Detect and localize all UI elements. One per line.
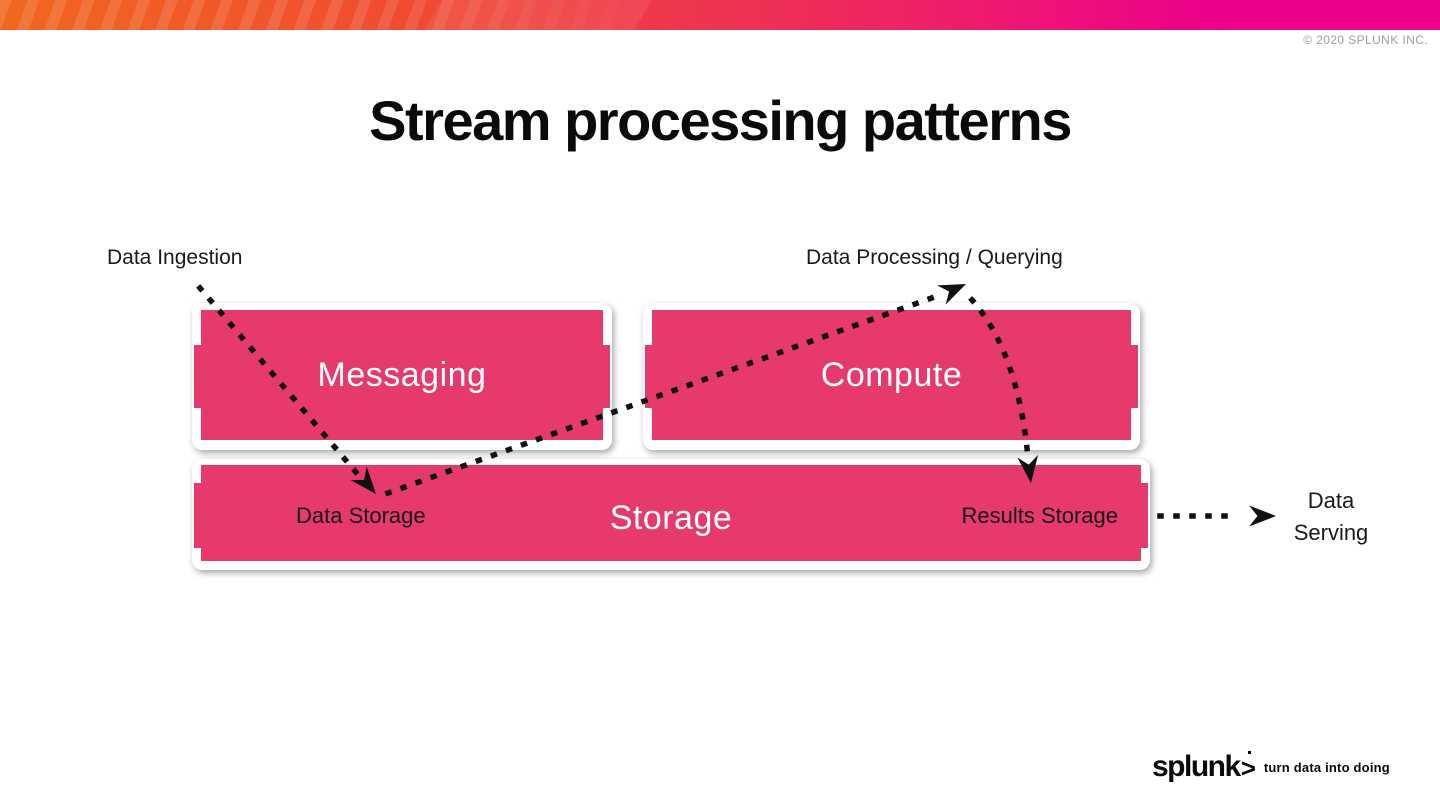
compute-box-label: Compute	[820, 355, 963, 394]
compute-box: Compute	[643, 303, 1140, 450]
label-data-ingestion: Data Ingestion	[107, 246, 243, 269]
data-storage-label: Data Storage	[296, 503, 426, 528]
messaging-box: Messaging	[192, 303, 612, 450]
arrow-storage-to-data-serving	[1157, 505, 1276, 527]
messaging-box-label: Messaging	[317, 355, 487, 394]
compute-box-fill: Compute	[652, 310, 1131, 440]
slide-title: Stream processing patterns	[369, 89, 1072, 152]
results-storage-label: Results Storage	[961, 503, 1118, 528]
storage-box: Data Storage Storage Results Storage	[192, 459, 1150, 570]
storage-box-label: Storage	[609, 499, 733, 537]
splunk-chevron-icon: >	[1240, 750, 1256, 783]
splunk-tagline: turn data into doing	[1263, 759, 1390, 775]
label-data-serving-line2: Serving	[1293, 520, 1369, 545]
copyright-text: © 2020 SPLUNK INC.	[1303, 33, 1428, 47]
label-data-processing-querying: Data Processing / Querying	[806, 246, 1063, 269]
splunk-logo: splunk > turn data into doing	[1152, 750, 1390, 784]
brand-gradient-banner	[0, 0, 1440, 30]
splunk-wordmark: splunk	[1152, 750, 1241, 783]
label-data-serving-line1: Data	[1307, 488, 1355, 513]
messaging-box-fill: Messaging	[201, 310, 603, 440]
label-data-serving: Data Serving	[1281, 485, 1381, 549]
